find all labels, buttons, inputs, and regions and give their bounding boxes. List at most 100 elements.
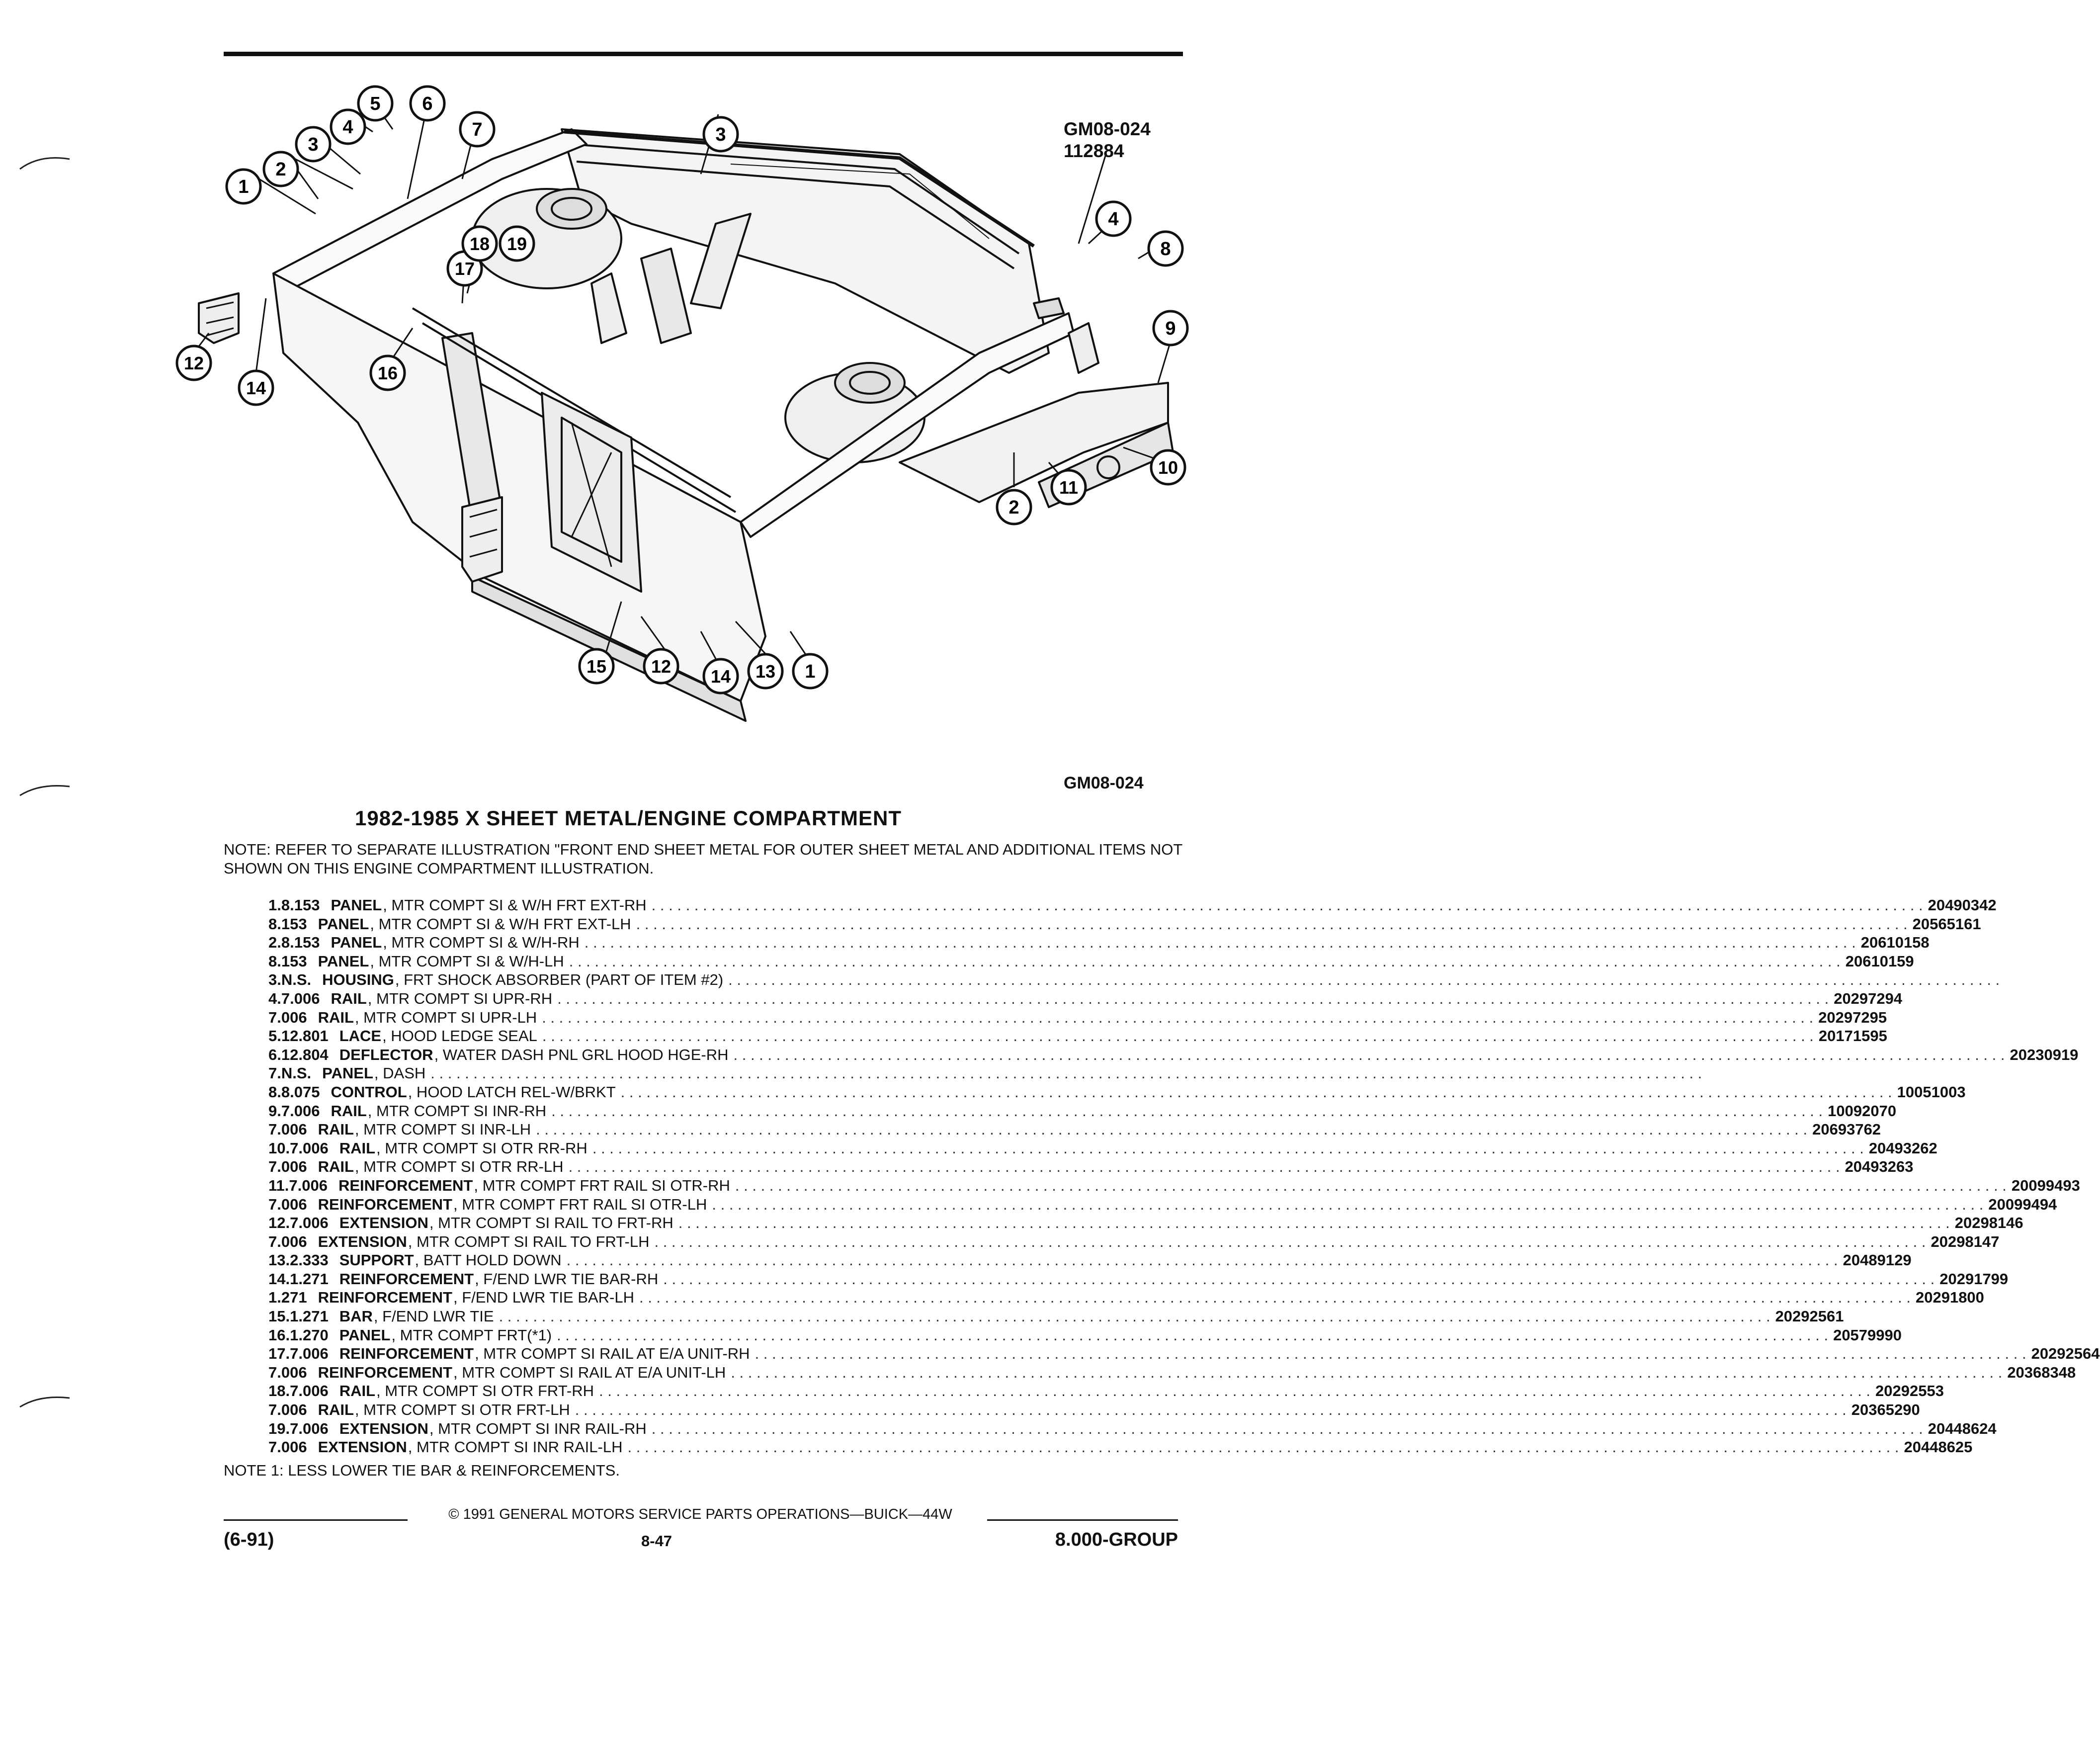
- reference-number: 8.153: [268, 952, 307, 970]
- dot-leader: [622, 1438, 1904, 1457]
- part-number: 20298147: [1931, 1232, 2000, 1250]
- part-detail: , MTR COMPT SI INR RAIL-LH: [408, 1438, 623, 1456]
- reference-number: 7.006: [268, 1158, 307, 1176]
- part-noun: RAIL: [331, 1102, 367, 1120]
- dot-leader: [570, 1400, 1851, 1419]
- item-number: 15.: [268, 1308, 290, 1325]
- part-description: REINFORCEMENT, F/END LWR TIE BAR-RH: [329, 1270, 1940, 1289]
- part-number: 20565161: [1912, 915, 1981, 933]
- reference-number: 7.006: [290, 1139, 329, 1157]
- engine-compartment-illustration: 1 2 3 4 5 6 7 3 4 8 9 10 11 2 12 14 16 1…: [175, 75, 1203, 781]
- part-noun: SUPPORT: [339, 1251, 414, 1269]
- part-noun: EXTENSION: [339, 1419, 428, 1437]
- part-noun: REINFORCEMENT: [339, 1345, 474, 1363]
- part-number: 20099493: [2011, 1176, 2080, 1194]
- item-number: 7.: [268, 1064, 281, 1082]
- part-description: PANEL, MTR COMPT SI & W/H-LH: [307, 952, 1846, 971]
- svg-text:16: 16: [378, 363, 398, 383]
- svg-text:14: 14: [246, 378, 266, 398]
- item-number: 4.: [268, 989, 281, 1007]
- item-number: 5.: [268, 1027, 281, 1045]
- part-noun: REINFORCEMENT: [318, 1363, 452, 1381]
- reference-number: 7.006: [289, 1176, 328, 1194]
- part-noun: RAIL: [318, 1158, 354, 1176]
- illustration-note: NOTE: REFER TO SEPARATE ILLUSTRATION "FR…: [224, 841, 1182, 877]
- dot-leader: [546, 1102, 1828, 1121]
- part-noun: LACE: [339, 1027, 382, 1045]
- svg-text:10: 10: [1158, 457, 1178, 478]
- part-number: 20298146: [1954, 1214, 2023, 1232]
- part-detail: , FRT SHOCK ABSORBER (PART OF ITEM #2): [395, 971, 724, 989]
- svg-text:13: 13: [756, 661, 775, 682]
- part-description: RAIL, MTR COMPT SI INR-LH: [307, 1120, 1813, 1139]
- part-noun: RAIL: [318, 1401, 354, 1419]
- item-number: 2.: [268, 934, 281, 952]
- dot-leader: [616, 1083, 1897, 1102]
- item-number: 17.: [268, 1345, 290, 1363]
- reference-number: 7.006: [268, 1195, 307, 1213]
- part-noun: EXTENSION: [339, 1214, 428, 1232]
- part-number: 20610159: [1845, 952, 1914, 970]
- footer-rule-right: [987, 1519, 1178, 1521]
- reference-number: 1.270: [290, 1326, 329, 1344]
- dot-leader: [425, 1064, 1707, 1083]
- part-detail: , MTR COMPT SI INR-LH: [354, 1121, 531, 1138]
- part-detail: , MTR COMPT SI OTR FRT-RH: [376, 1382, 594, 1400]
- svg-text:3: 3: [715, 124, 726, 145]
- part-noun: PANEL: [322, 1064, 373, 1082]
- part-detail: , WATER DASH PNL GRL HOOD HGE-RH: [434, 1046, 729, 1063]
- svg-text:19: 19: [507, 234, 527, 254]
- part-noun: PANEL: [331, 896, 382, 914]
- part-noun: PANEL: [331, 934, 382, 952]
- part-description: RAIL, MTR COMPT SI OTR FRT-LH: [307, 1400, 1851, 1419]
- part-noun: BAR: [339, 1308, 373, 1325]
- reference-number: 7.006: [290, 1419, 329, 1437]
- part-description: REINFORCEMENT, F/END LWR TIE BAR-LH: [307, 1288, 1916, 1307]
- dot-leader: [726, 1363, 2007, 1382]
- parts-row: 3.N.S.HOUSING, FRT SHOCK ABSORBER (PART …: [268, 970, 1178, 989]
- reference-number: 7.006: [268, 1363, 307, 1381]
- part-number: 20448624: [1928, 1419, 1997, 1437]
- svg-text:2: 2: [1008, 497, 1019, 518]
- part-description: RAIL, MTR COMPT SI OTR FRT-RH: [329, 1382, 1875, 1400]
- dot-leader: [750, 1344, 2031, 1363]
- part-noun: EXTENSION: [318, 1438, 407, 1456]
- part-noun: RAIL: [339, 1382, 376, 1400]
- part-detail: , MTR COMPT SI RAIL TO FRT-LH: [408, 1232, 650, 1250]
- dot-leader: [537, 1027, 1819, 1046]
- part-detail: , MTR COMPT SI & W/H-LH: [370, 952, 564, 970]
- svg-text:17: 17: [455, 259, 475, 279]
- part-number: 20230919: [2010, 1046, 2079, 1063]
- svg-text:8: 8: [1160, 239, 1171, 260]
- reference-number: 12.801: [281, 1027, 329, 1045]
- part-detail: , MTR COMPT SI UPR-RH: [367, 989, 553, 1007]
- part-description: CONTROL, HOOD LATCH REL-W/BRKT: [320, 1083, 1897, 1102]
- reference-number: 2.333: [290, 1251, 329, 1269]
- part-number: 10092070: [1828, 1102, 1897, 1120]
- top-rule: [224, 52, 1183, 56]
- part-number: 20365290: [1851, 1401, 1920, 1419]
- item-number: 19.: [268, 1419, 290, 1437]
- dot-leader: [631, 915, 1913, 934]
- reference-number: 7.006: [268, 1438, 307, 1456]
- reference-number: 7.006: [268, 1232, 307, 1250]
- reference-number: 7.006: [281, 1102, 320, 1120]
- part-description: PANEL, MTR COMPT SI & W/H FRT EXT-RH: [320, 896, 1928, 915]
- part-description: PANEL, MTR COMPT SI & W/H FRT EXT-LH: [307, 915, 1913, 934]
- part-description: REINFORCEMENT, MTR COMPT SI RAIL AT E/A …: [329, 1344, 2031, 1363]
- part-detail: , HOOD LEDGE SEAL: [382, 1027, 537, 1045]
- svg-text:3: 3: [308, 134, 318, 155]
- part-number: 20292553: [1875, 1382, 1944, 1400]
- part-description: EXTENSION, MTR COMPT SI INR RAIL-RH: [329, 1419, 1928, 1438]
- item-number: 14.: [268, 1270, 290, 1288]
- part-noun: PANEL: [318, 952, 369, 970]
- part-noun: CONTROL: [331, 1083, 407, 1101]
- part-description: PANEL, MTR COMPT SI & W/H-RH: [320, 933, 1860, 952]
- part-detail: , MTR COMPT SI & W/H FRT EXT-LH: [370, 915, 631, 933]
- part-detail: , MTR COMPT SI OTR RR-LH: [354, 1158, 564, 1176]
